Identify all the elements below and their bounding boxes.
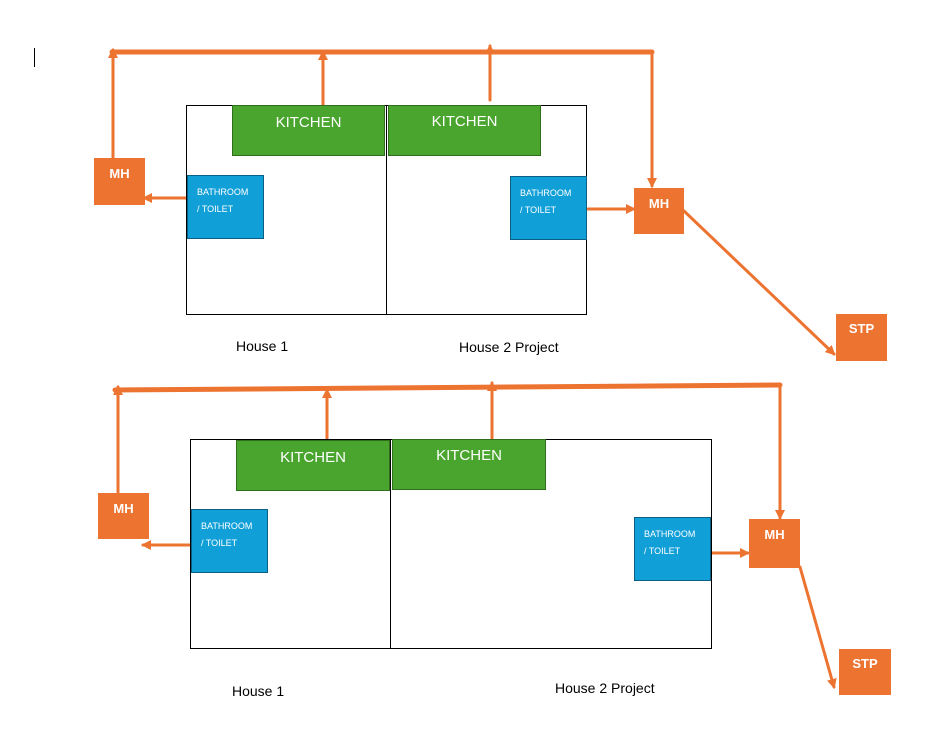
bathroom-label: BATHROOM	[644, 529, 696, 539]
d1-bathroom-house2: BATHROOM / TOILET	[510, 176, 587, 240]
d1-house1-label: House 1	[236, 338, 289, 354]
kitchen-label: KITCHEN	[436, 447, 502, 464]
toilet-label: / TOILET	[644, 546, 681, 556]
d2-house1-label: House 1	[232, 683, 285, 699]
d2-party-wall	[390, 439, 393, 649]
d1-manhole-right: MH	[634, 188, 684, 234]
toilet-label: / TOILET	[201, 538, 238, 548]
mh-label: MH	[764, 527, 785, 542]
d1-kitchen-house2: KITCHEN	[388, 105, 541, 156]
d1-party-wall	[386, 105, 388, 315]
d1-stp: STP	[836, 314, 887, 361]
d1-bathroom-house1: BATHROOM / TOILET	[187, 175, 264, 239]
kitchen-label: KITCHEN	[431, 113, 498, 130]
d2-house2-label: House 2 Project	[555, 680, 655, 696]
d2-bathroom-house1: BATHROOM / TOILET	[191, 509, 268, 573]
d1-kitchen-house1: KITCHEN	[232, 105, 385, 156]
d1-manhole-left: MH	[94, 158, 145, 205]
mh-label: MH	[113, 501, 134, 516]
bathroom-label: BATHROOM	[201, 521, 253, 531]
d2-bathroom-house2: BATHROOM / TOILET	[634, 517, 711, 581]
mh-label: MH	[648, 196, 670, 211]
d2-kitchen-house1: KITCHEN	[236, 440, 390, 491]
d2-main-sewer-line	[112, 382, 783, 393]
kitchen-label: KITCHEN	[280, 449, 346, 466]
text-cursor	[34, 48, 35, 67]
d2-stp: STP	[839, 649, 891, 695]
stp-label: STP	[848, 321, 875, 336]
toilet-label: / TOILET	[197, 204, 234, 214]
bathroom-label: BATHROOM	[197, 187, 249, 197]
d2-manhole-right: MH	[749, 519, 800, 568]
d2-kitchen-house2: KITCHEN	[392, 439, 546, 490]
d2-manhole-left: MH	[98, 493, 149, 539]
kitchen-label: KITCHEN	[275, 114, 342, 131]
stp-label: STP	[852, 656, 878, 671]
toilet-label: / TOILET	[520, 205, 557, 215]
d1-house2-label: House 2 Project	[459, 339, 559, 355]
bathroom-label: BATHROOM	[520, 188, 572, 198]
mh-label: MH	[109, 166, 130, 181]
d2-mh-to-stp-arrow	[798, 565, 837, 689]
d1-mh-to-stp-arrow	[682, 209, 836, 356]
